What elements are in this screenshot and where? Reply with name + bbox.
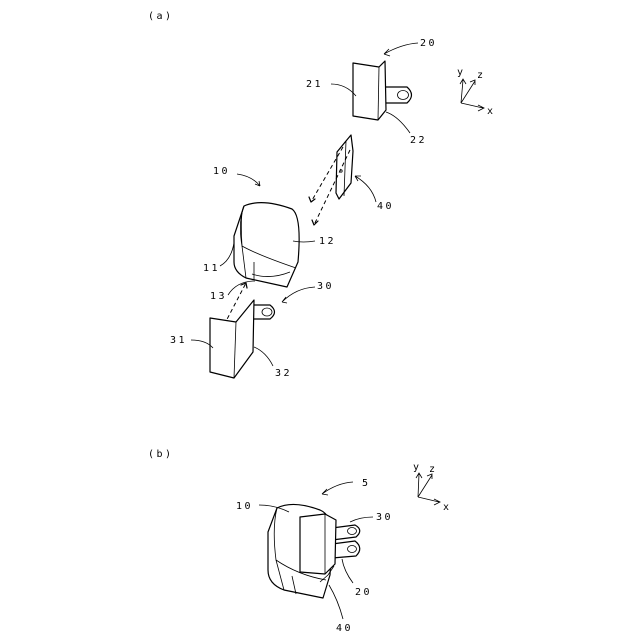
panel-b: y z x 5 10 30 20 <box>236 462 452 634</box>
ref-20: 20 <box>420 38 437 49</box>
assembly-5 <box>268 504 360 598</box>
ref-11: 11 <box>203 263 220 274</box>
axis-z-label: z <box>477 70 486 81</box>
ref-21: 21 <box>306 79 323 90</box>
axis-y-label-b: y <box>413 462 422 473</box>
axis-z-label-b: z <box>429 464 438 475</box>
ref-12: 12 <box>319 236 336 247</box>
member-30 <box>210 300 275 378</box>
ref-13: 13 <box>210 291 227 302</box>
ref-30: 30 <box>317 281 334 292</box>
panel-label-b: (b) <box>148 449 174 460</box>
ref-31: 31 <box>170 335 187 346</box>
ref-32: 32 <box>275 368 292 379</box>
axis-x-label: x <box>487 106 496 117</box>
panel-label-a: (a) <box>148 11 174 22</box>
ref-22: 22 <box>410 135 427 146</box>
ref-b-5: 5 <box>362 478 371 489</box>
ref-b-30: 30 <box>376 512 393 523</box>
ref-10: 10 <box>213 166 230 177</box>
axis-triad-a: y z x <box>457 67 496 117</box>
ref-b-20: 20 <box>355 587 372 598</box>
ref-b-40: 40 <box>336 623 353 634</box>
axis-x-label-b: x <box>443 502 452 513</box>
axis-triad-b: y z x <box>413 462 452 513</box>
block-10 <box>234 203 299 287</box>
member-40 <box>336 135 353 199</box>
panel-a: y z x <box>170 38 496 379</box>
axis-y-label: y <box>457 67 466 78</box>
ref-40: 40 <box>377 201 394 212</box>
ref-b-10: 10 <box>236 501 253 512</box>
member-20 <box>353 61 412 120</box>
